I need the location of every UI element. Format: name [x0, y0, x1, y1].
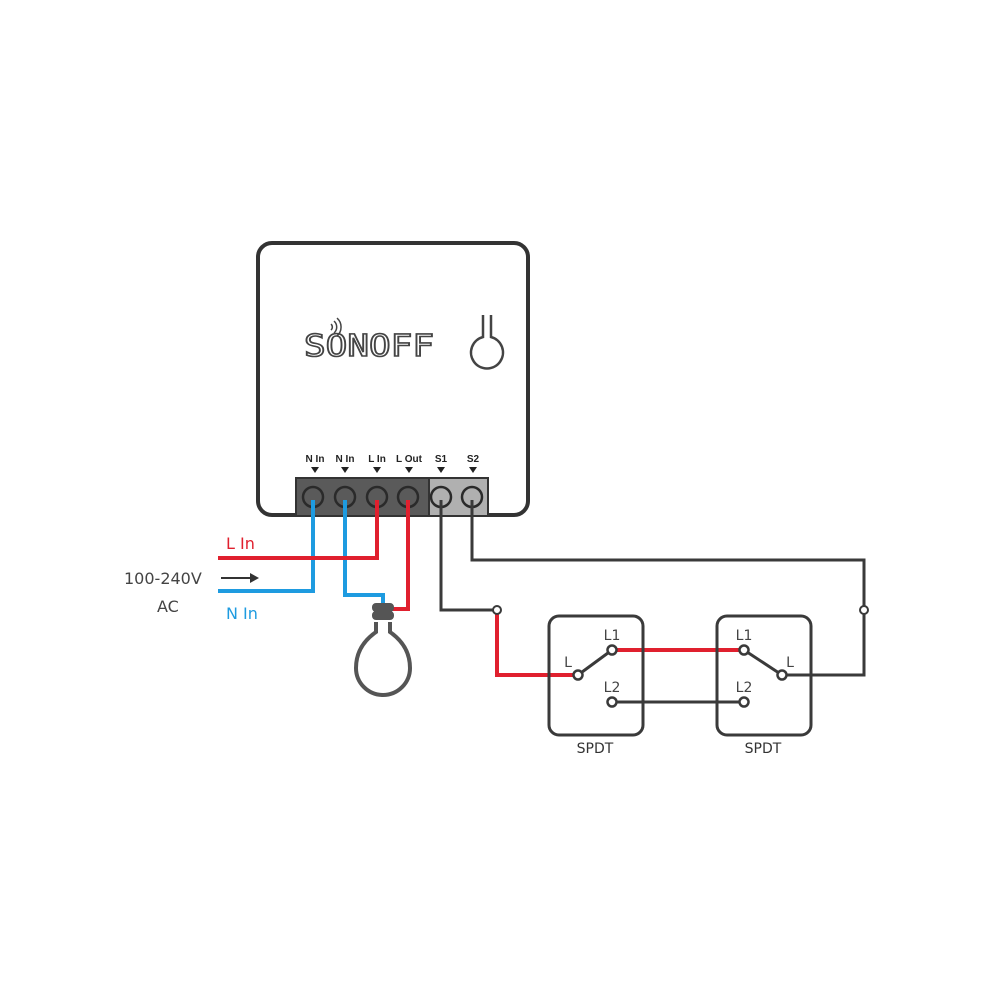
svg-text:SONOFF: SONOFF	[304, 329, 434, 364]
spdt-switch-1: L L1 L2 SPDT	[547, 614, 645, 757]
ac-label: AC	[157, 597, 179, 616]
junction-s1	[492, 605, 502, 615]
switch-label: SPDT	[577, 741, 614, 757]
switch-label: SPDT	[745, 741, 782, 757]
terminal-label-n-in-2: N In	[336, 454, 355, 465]
wire-n-in	[218, 500, 315, 593]
terminal-l2: L2	[736, 680, 753, 696]
terminal-l2: L2	[604, 680, 621, 696]
arrow-right-icon	[221, 573, 259, 583]
terminal-label-l-in: L In	[368, 454, 386, 465]
wire-n-lamp	[343, 500, 385, 605]
wire-l-in	[218, 500, 379, 560]
wire-l-out	[392, 500, 410, 611]
wire-s2	[470, 500, 866, 677]
sonoff-device	[256, 241, 530, 517]
terminal-labels: N In N In L In L Out S1 S2	[306, 454, 480, 473]
spdt-switch-2: L L1 L2 SPDT	[715, 614, 813, 757]
terminal-l1: L1	[736, 628, 753, 644]
temperature-sensor-icon	[469, 315, 505, 370]
light-bulb-icon	[353, 603, 413, 697]
terminal-l1: L1	[604, 628, 621, 644]
n-in-label: N In	[226, 604, 258, 623]
terminal-block	[295, 477, 489, 517]
wire-s1	[439, 500, 493, 612]
terminal-l: L	[564, 655, 572, 671]
wire-s1-switch	[495, 614, 574, 677]
terminal-label-s2: S2	[467, 454, 480, 465]
terminal-label-n-in-1: N In	[306, 454, 325, 465]
terminal-l: L	[786, 655, 794, 671]
sonoff-logo: SONOFF	[303, 317, 435, 365]
terminal-label-l-out: L Out	[396, 454, 423, 465]
voltage-label: 100-240V	[124, 569, 202, 588]
junction-s2	[859, 605, 869, 615]
l-in-label: L In	[226, 534, 255, 553]
terminal-label-s1: S1	[435, 454, 448, 465]
